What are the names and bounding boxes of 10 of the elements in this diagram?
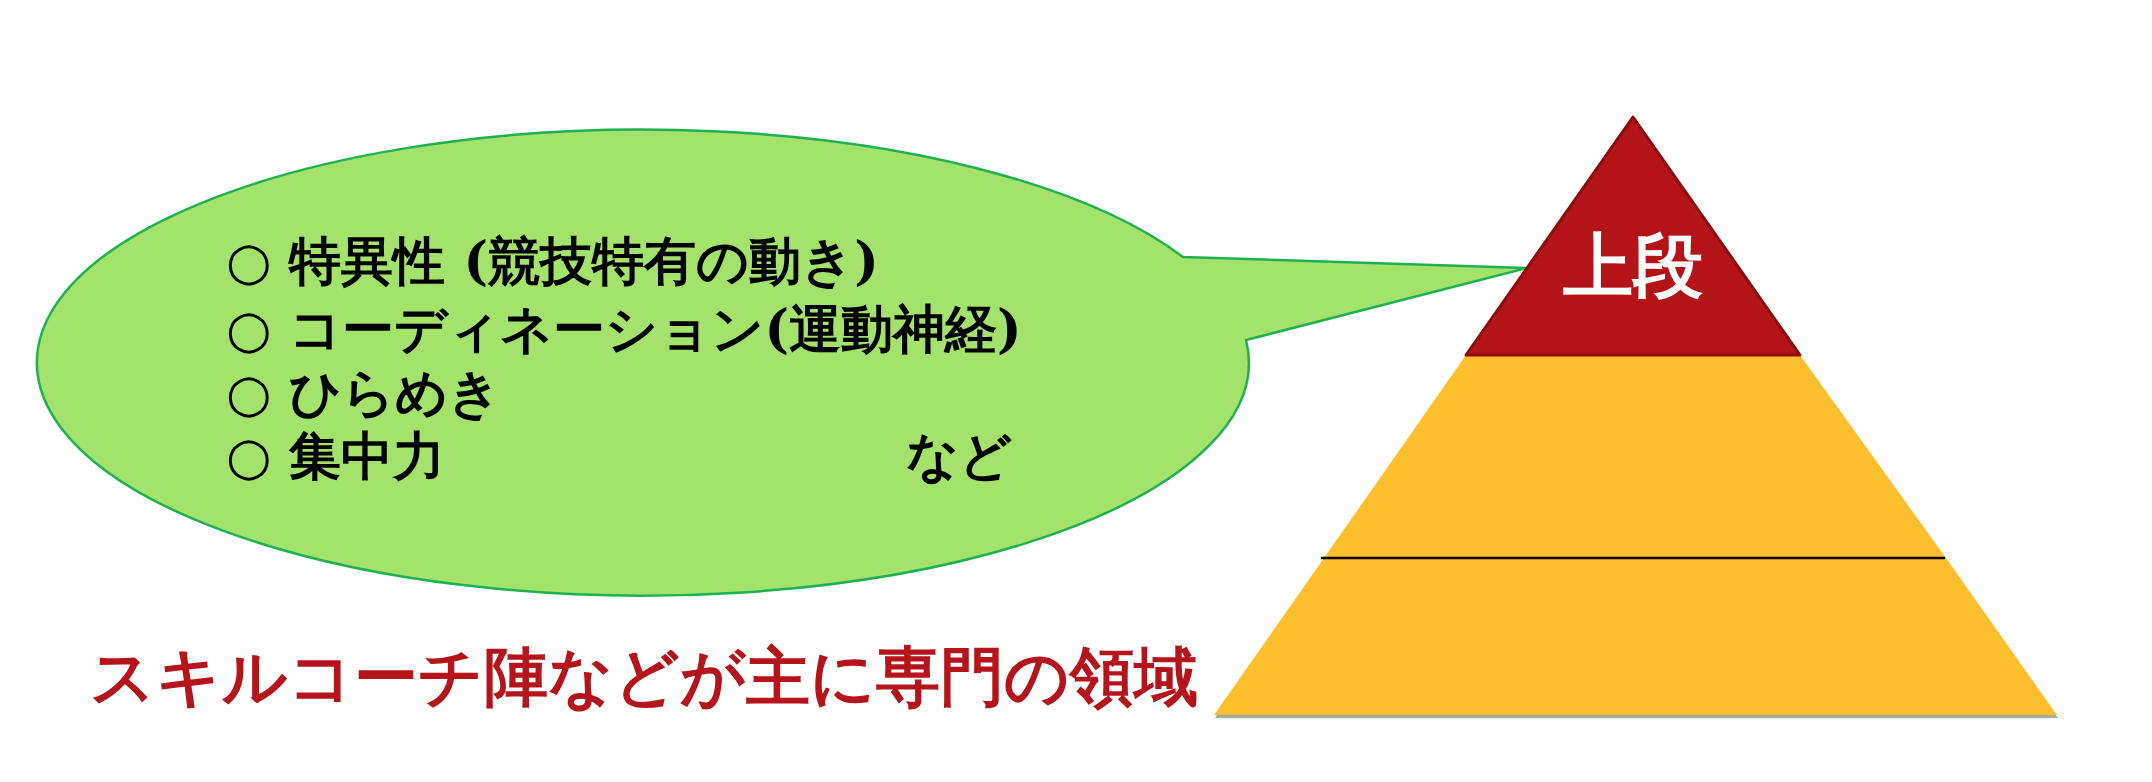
- pyramid-tier: [1322, 355, 1948, 558]
- list-item: ○ コーディネーション(運動神経): [226, 299, 1022, 359]
- list-item: ○ 特異性 (競技特有の動き): [226, 231, 879, 291]
- tier-label: 上段: [1563, 224, 1703, 306]
- pyramid-tier: [1212, 556, 2059, 720]
- caption-text: スキルコーチ陣などが主に専門の領域: [90, 640, 1198, 714]
- note-text: など: [906, 426, 1012, 486]
- list-item: ○ ひらめき: [226, 363, 502, 423]
- list-item: ○ 集中力: [226, 426, 446, 486]
- pyramid-tier: [1462, 114, 1804, 358]
